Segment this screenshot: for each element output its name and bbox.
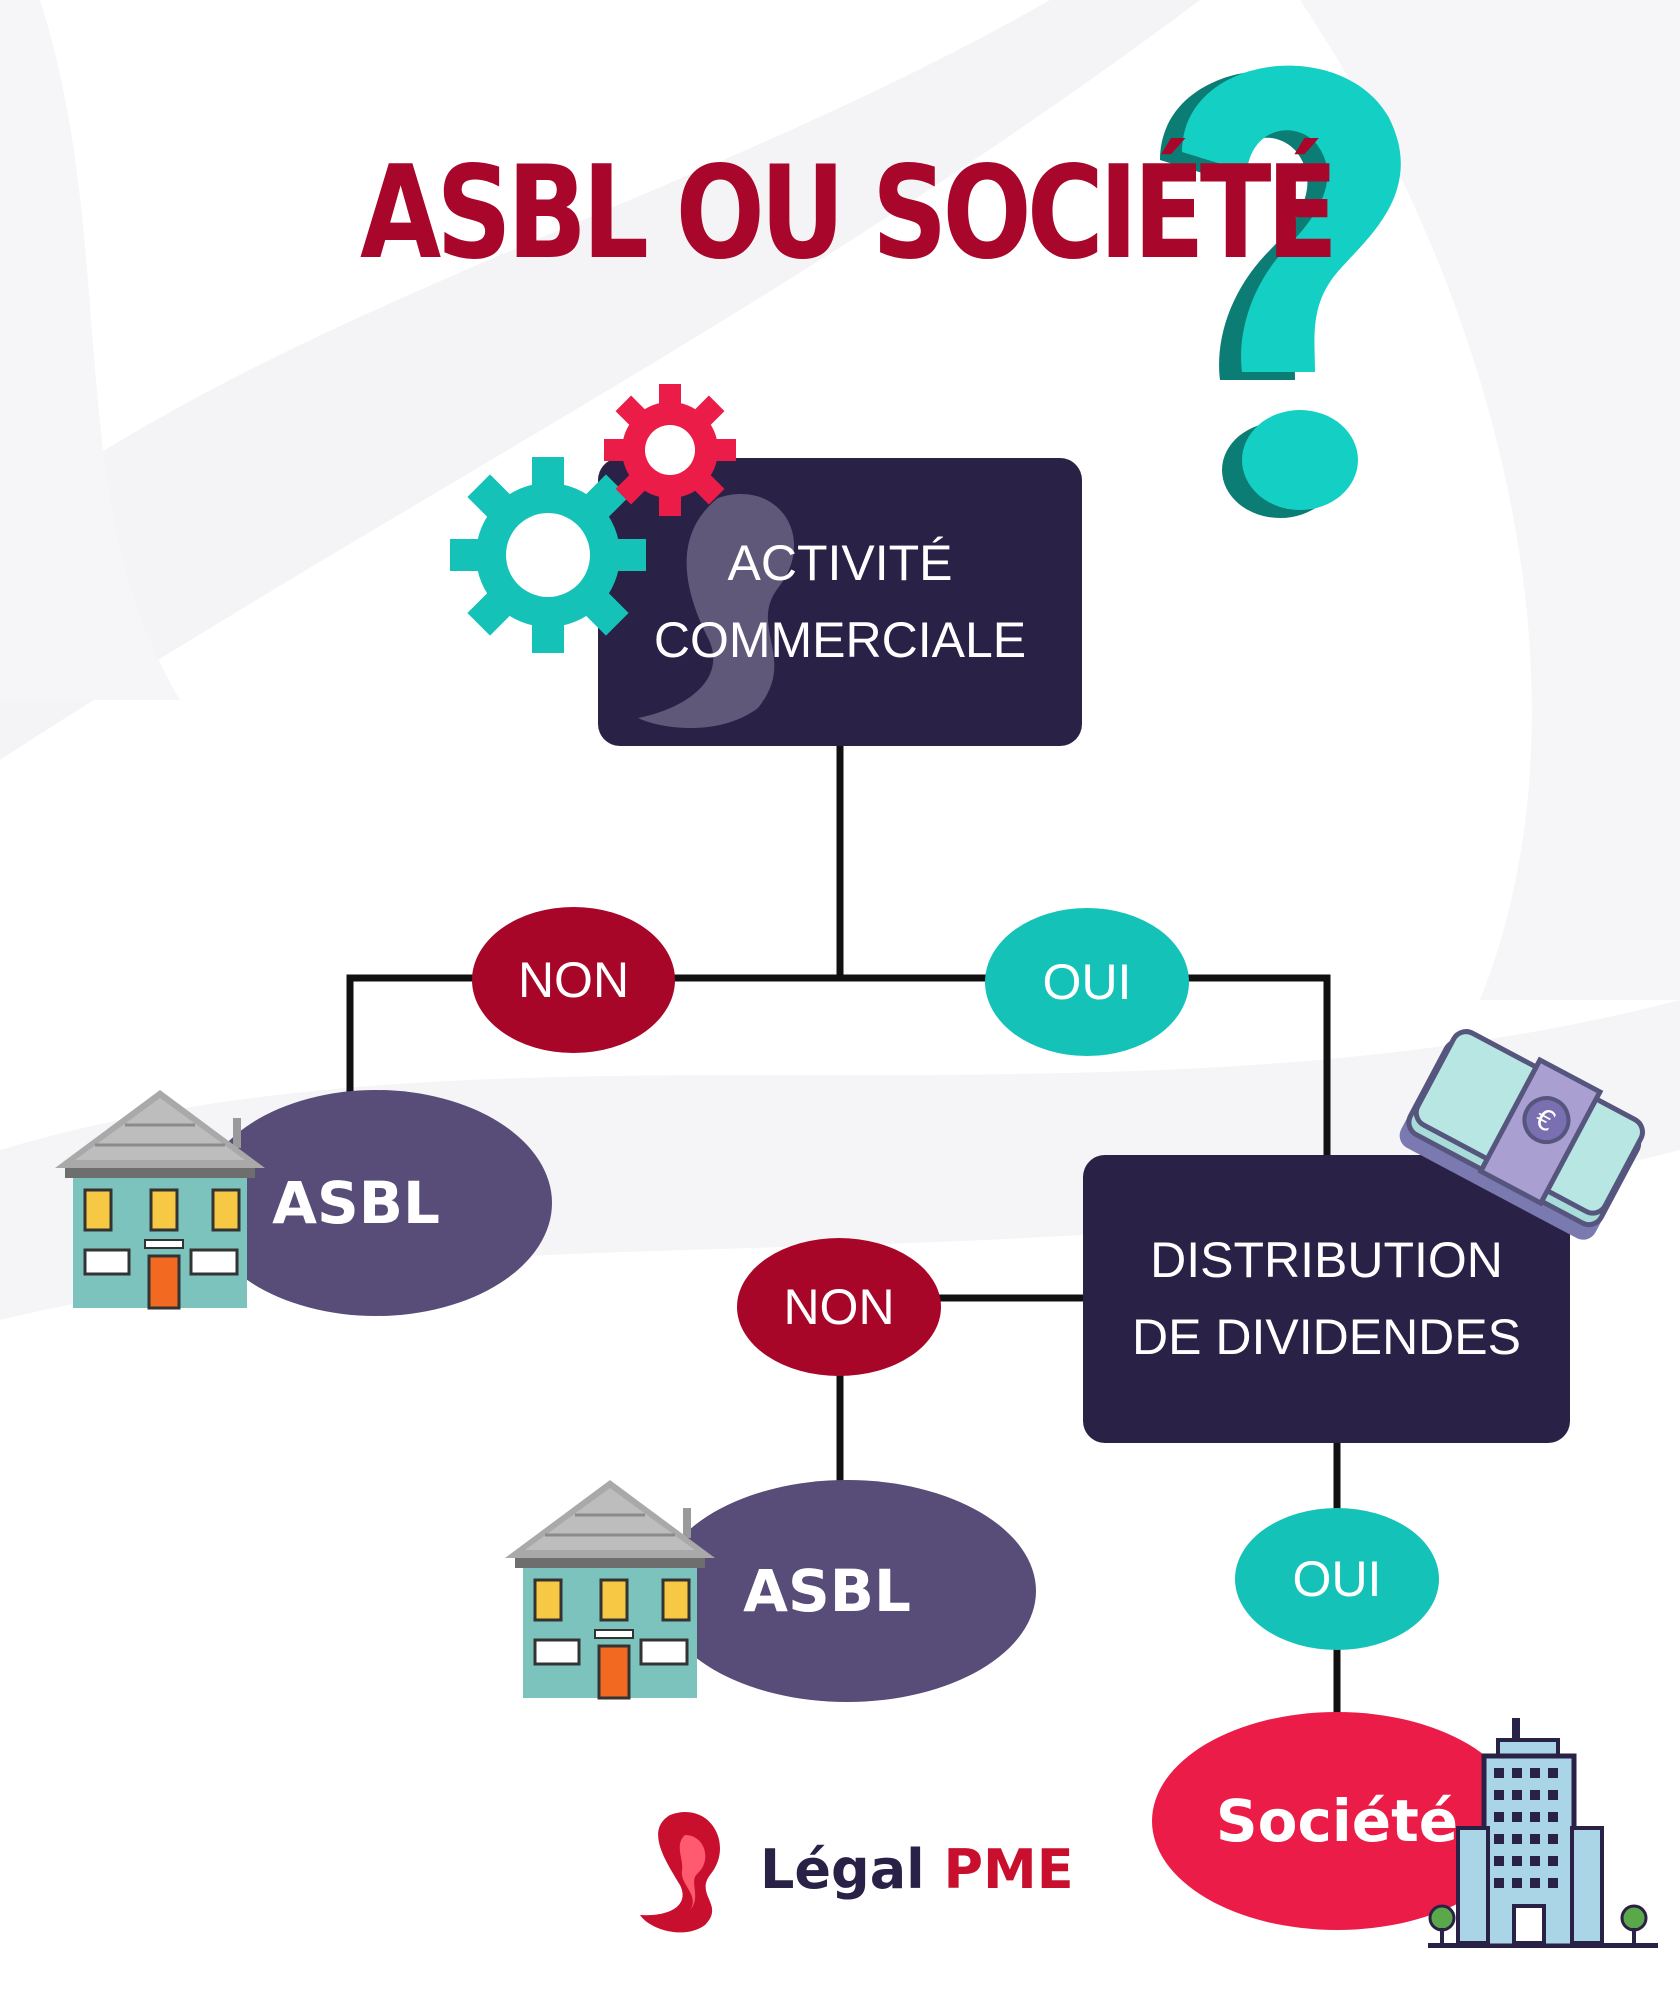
asbl-label-1: ASBL — [272, 1169, 440, 1237]
logo-part2: PME — [943, 1838, 1074, 1901]
house-icon — [505, 1480, 715, 1700]
activite-line2: COMMERCIALE — [653, 612, 1027, 668]
asbl-oval-2: ASBL — [658, 1480, 1036, 1702]
money-stack-icon: € — [1399, 1029, 1645, 1240]
distribution-line2: DE DIVIDENDES — [1132, 1309, 1521, 1365]
non-label-1: NON — [472, 907, 675, 1053]
gears-icon — [450, 384, 736, 653]
logo-swan-icon — [640, 1812, 721, 1933]
asbl-oval-1: ASBL — [200, 1090, 552, 1316]
logo-part1: Légal — [760, 1838, 925, 1901]
logo-text: Légal PME — [760, 1838, 1074, 1901]
activite-commerciale-box: ACTIVITÉ COMMERCIALE — [598, 458, 1082, 746]
distribution-line1: DISTRIBUTION — [1150, 1231, 1503, 1288]
oui-label-2: OUI — [1235, 1508, 1439, 1650]
question-mark-icon — [1160, 65, 1401, 518]
non-label-2: NON — [737, 1238, 941, 1376]
distribution-dividendes-box: DISTRIBUTION DE DIVIDENDES — [1083, 1155, 1570, 1443]
activite-line1: ACTIVITÉ — [727, 534, 953, 591]
asbl-label-2: ASBL — [743, 1557, 911, 1625]
office-building-icon — [1428, 1718, 1658, 1948]
house-icon — [55, 1090, 265, 1310]
oui-label-1: OUI — [985, 908, 1189, 1056]
logo-swan-watermark — [638, 494, 795, 728]
societe-label: Société — [1215, 1787, 1459, 1855]
